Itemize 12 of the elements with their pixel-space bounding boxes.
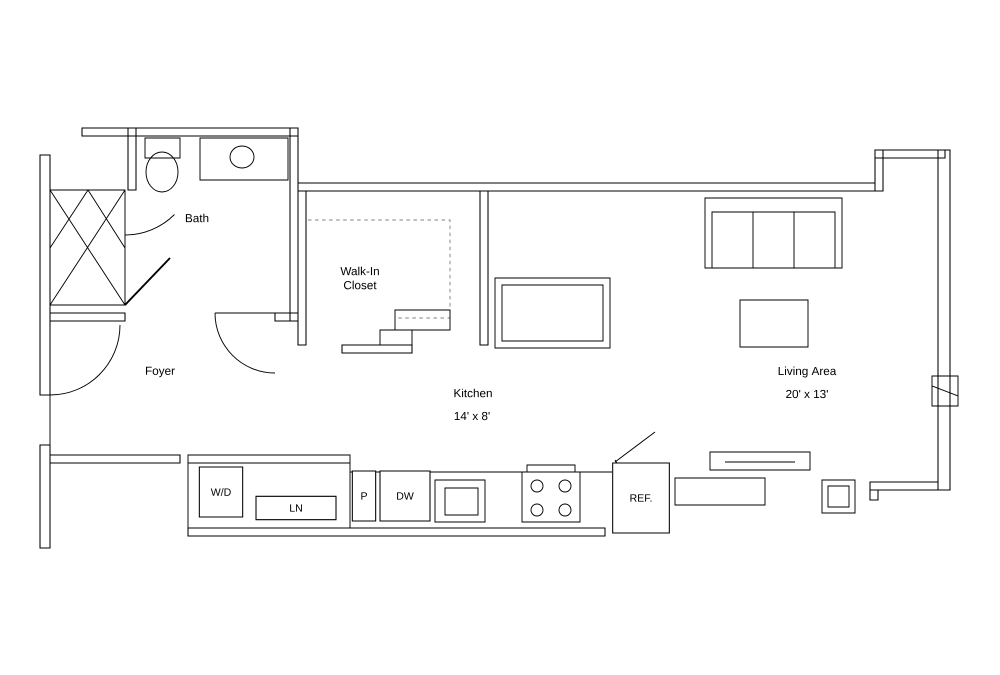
appliance-box: W/D (198, 466, 244, 518)
room-label: Bath (186, 214, 208, 222)
room-label: Living Area (778, 366, 836, 378)
appliance-box: REF. (612, 462, 670, 534)
room-label: Foyer (146, 366, 175, 378)
appliance-box: P (352, 470, 376, 522)
room-label: 20' x 13' (786, 390, 828, 398)
room-label: Kitchen (454, 388, 492, 398)
room-label: Walk-In Closet (340, 266, 379, 290)
appliance-box: DW (379, 470, 431, 522)
appliance-box: LN (255, 496, 337, 520)
room-label: 14' x 8' (454, 412, 490, 420)
